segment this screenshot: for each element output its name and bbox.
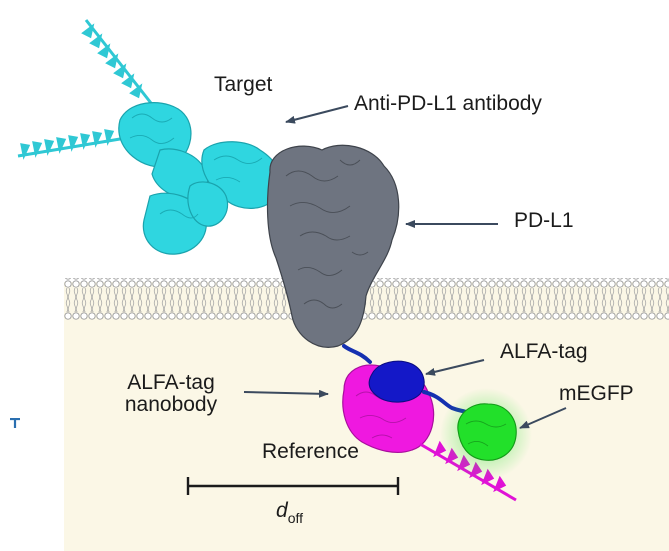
distance-label: doff [276,499,303,525]
arrow-alfa-tag [425,359,485,376]
distance-symbol: d [276,499,288,522]
arrow-megfp [519,407,567,429]
arrow-nanobody [243,389,329,398]
megfp-label: mEGFP [559,382,634,405]
alfa-tag-label: ALFA-tag [500,340,588,363]
distance-subscript: off [287,510,303,526]
dna-strand-icon [81,19,160,113]
nanobody-label-line1: ALFA-tag [127,371,215,394]
pointer-arrows [243,105,567,429]
anti-pd-l1-antibody [118,102,282,255]
arrow-antibody [285,105,349,124]
distance-scale-bar [186,477,400,495]
reference-label: Reference [262,440,359,463]
nanobody-label-line2: nanobody [124,393,218,417]
antibody-label: Anti-PD-L1 antibody [354,92,542,115]
alfa-tag-peptide [368,360,425,403]
pd-l1-protein [266,144,400,348]
dna-strand-icon [17,129,127,160]
target-label: Target [214,73,273,96]
pd-l1-label: PD-L1 [514,209,574,232]
linker-chain [342,344,372,364]
megfp-protein [440,388,532,480]
clipped-mark [10,418,20,428]
nanobody-label: ALFA-tag nanobody [108,371,234,417]
